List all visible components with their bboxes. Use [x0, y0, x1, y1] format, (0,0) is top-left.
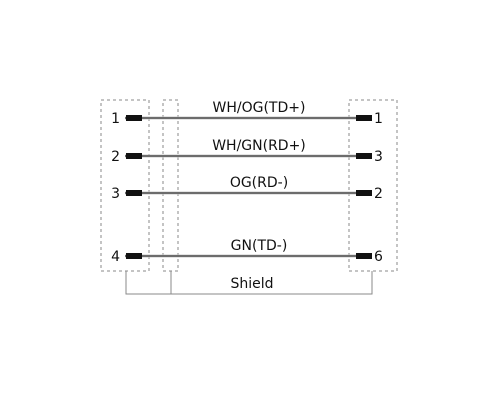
wire-3: OG(RD-) 3 2 [111, 175, 383, 202]
right-pin-block [356, 153, 372, 159]
right-pin-number: 3 [374, 149, 383, 165]
left-connector [100, 99, 150, 272]
right-pin-number: 1 [374, 111, 383, 127]
right-pin-block [356, 190, 372, 196]
wire-label: WH/OG(TD+) [213, 100, 306, 116]
left-pin-block [126, 190, 142, 196]
shield-label: Shield [230, 276, 273, 292]
left-pin-block [126, 253, 142, 259]
wire-label: GN(TD-) [231, 238, 288, 254]
left-pin-block [126, 115, 142, 121]
wire-2: WH/GN(RD+) 2 3 [111, 138, 383, 165]
shield-line [125, 271, 373, 295]
cable-shield-housing [162, 99, 179, 272]
right-pin-block [356, 115, 372, 121]
wire-label: WH/GN(RD+) [212, 138, 306, 154]
right-pin-number: 2 [374, 186, 383, 202]
left-pin-block [126, 153, 142, 159]
wire-4: GN(TD-) 4 6 [111, 238, 383, 265]
left-pin-number: 2 [111, 149, 120, 165]
wire-1: WH/OG(TD+) 1 1 [111, 100, 383, 127]
right-pin-number: 6 [374, 249, 383, 265]
left-pin-number: 1 [111, 111, 120, 127]
left-pin-number: 4 [111, 249, 120, 265]
right-connector [348, 99, 398, 272]
right-pin-block [356, 253, 372, 259]
left-pin-number: 3 [111, 186, 120, 202]
wire-label: OG(RD-) [230, 175, 288, 191]
